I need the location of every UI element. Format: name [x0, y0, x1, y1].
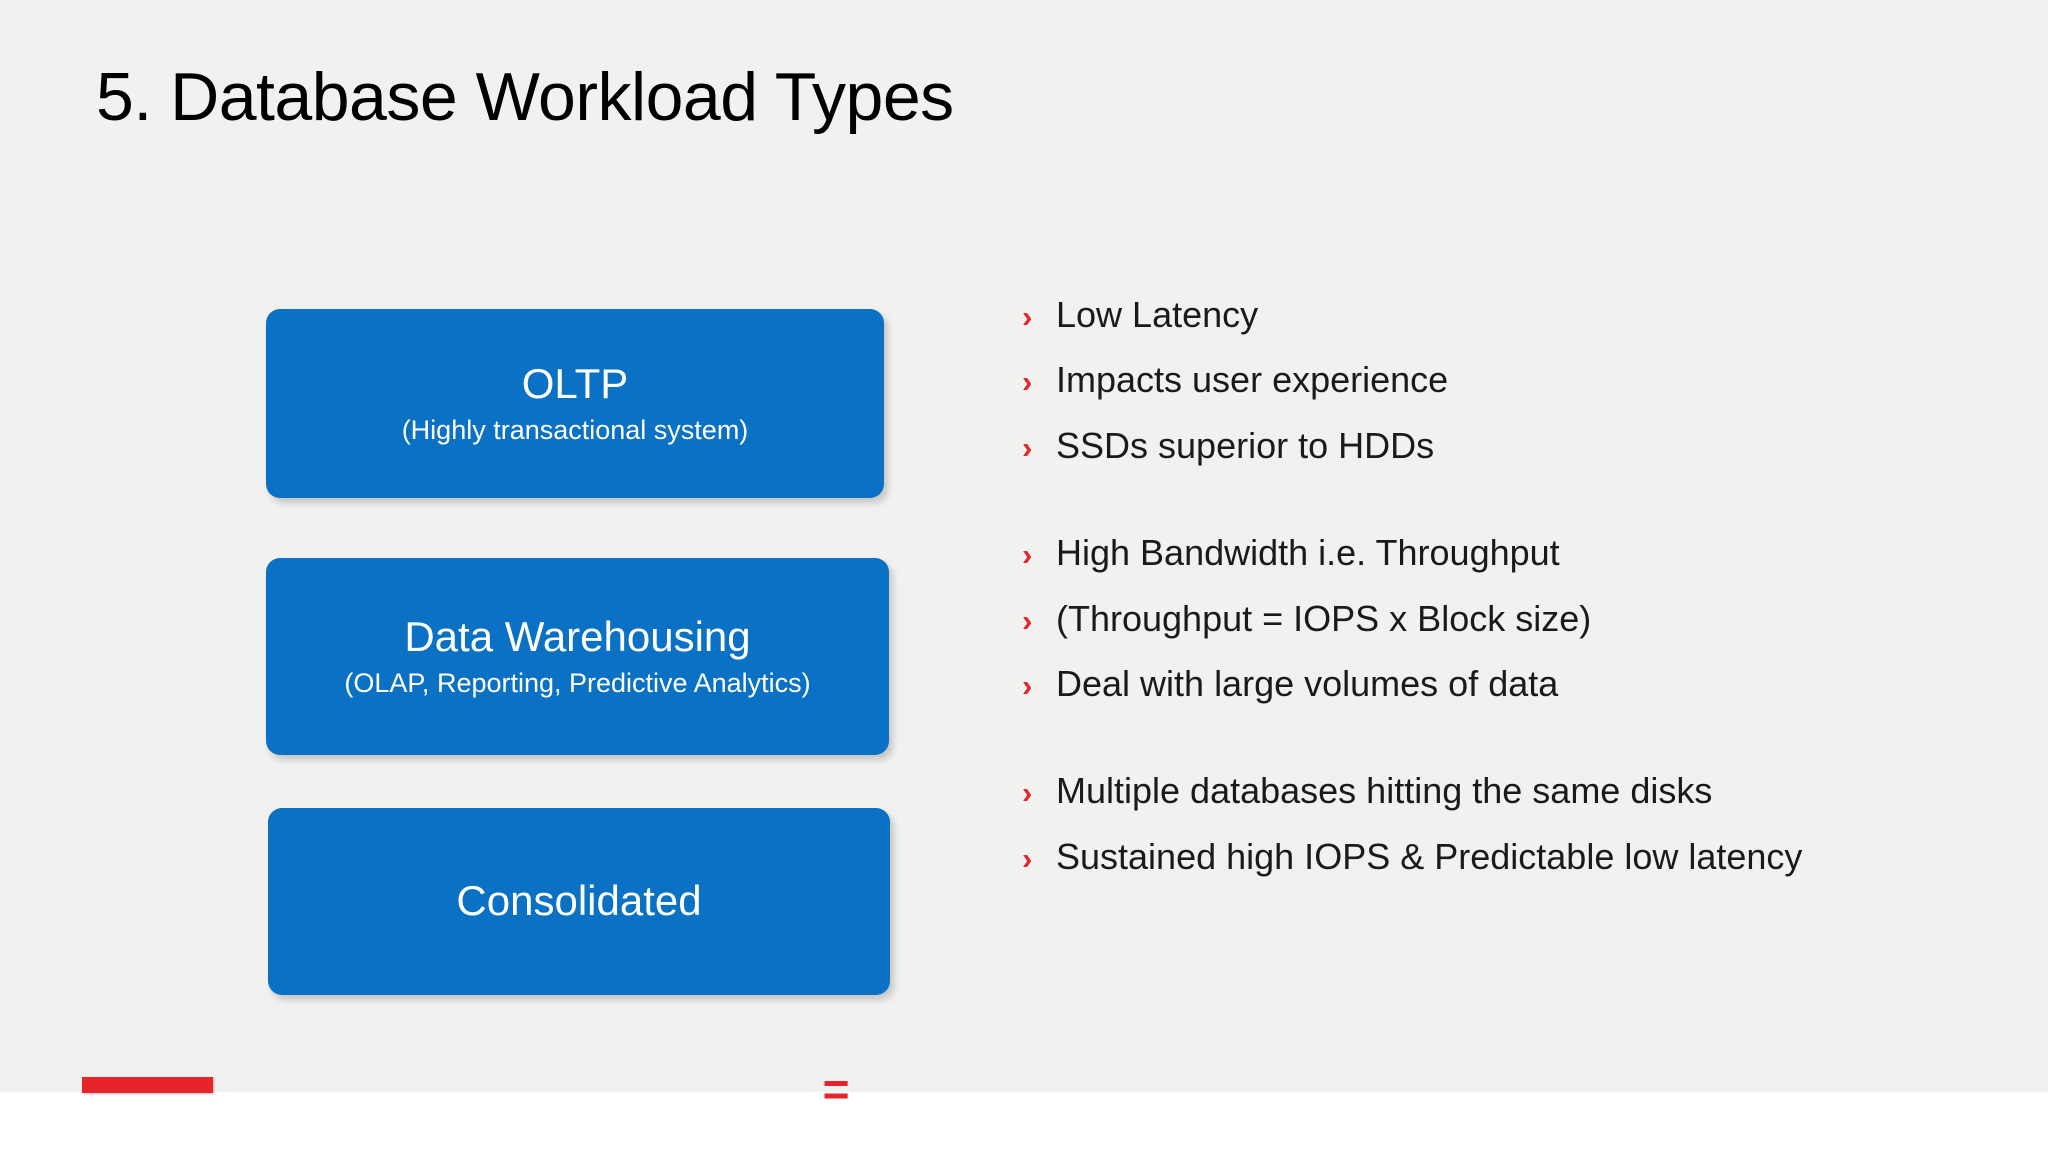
bullet-group-data-warehousing-notes: › High Bandwidth i.e. Throughput › (Through… [1022, 532, 1982, 704]
workload-box-oltp-subtitle: (Highly transactional system) [401, 415, 749, 446]
bullet-item: › (Throughput = IOPS x Block size) [1022, 598, 1982, 639]
workload-box-data-warehousing[interactable]: Data Warehousing (OLAP, Reporting, Predi… [266, 558, 889, 755]
bullet-item-label: Multiple databases hitting the same disk… [1056, 770, 1713, 812]
workload-box-consolidated[interactable]: Consolidated [268, 808, 890, 995]
workload-box-data-warehousing-subtitle: (OLAP, Reporting, Predictive Analytics) [344, 668, 811, 699]
chevron-right-icon: › [1022, 667, 1033, 703]
chevron-right-icon: › [1022, 537, 1033, 573]
slide-bottom-margin [0, 1092, 2048, 1152]
bullet-group-consolidated-notes: › Multiple databases hitting the same dis… [1022, 770, 1982, 877]
chevron-right-icon: › [1022, 299, 1033, 334]
bullet-item-label: High Bandwidth i.e. Throughput [1056, 532, 1560, 574]
bullet-item-label: Deal with large volumes of data [1056, 662, 1559, 704]
bullet-group-oltp-notes: › Low Latency › Impacts user experience › SSD… [1022, 294, 1982, 466]
bullet-item-label: SSDs superior to HDDs [1056, 424, 1435, 466]
workload-box-oltp[interactable]: OLTP (Highly transactional system) [266, 309, 884, 498]
workload-box-data-warehousing-title: Data Warehousing [404, 613, 751, 661]
workload-flow-diagram: OLTP (Highly transactional system) ✚ Dat… [266, 309, 890, 1112]
bullet-item: › Impacts user experience [1022, 359, 1982, 400]
bullet-item-label: (Throughput = IOPS x Block size) [1056, 597, 1592, 639]
chevron-right-icon: › [1022, 840, 1033, 876]
workload-box-oltp-title: OLTP [521, 360, 629, 408]
chevron-right-icon: › [1022, 429, 1033, 465]
bullet-item-label: Impacts user experience [1056, 359, 1449, 401]
bullet-item-label: Low Latency [1056, 294, 1259, 335]
workload-box-consolidated-title: Consolidated [456, 877, 702, 925]
bullet-item: › Low Latency [1022, 294, 1982, 335]
accent-bar [82, 1077, 213, 1093]
chevron-right-icon: › [1022, 602, 1033, 638]
chevron-right-icon: › [1022, 775, 1033, 811]
bullet-item: › Multiple databases hitting the same dis… [1022, 770, 1982, 811]
page-title: 5. Database Workload Types [96, 59, 954, 135]
equals-operator-icon: = [822, 1063, 850, 1115]
bullet-item-label: Sustained high IOPS & Predictable low la… [1056, 835, 1803, 877]
bullet-item: › SSDs superior to HDDs [1022, 425, 1982, 466]
bullet-item: › Sustained high IOPS & Predictable low l… [1022, 836, 1982, 877]
bullet-item: › High Bandwidth i.e. Throughput [1022, 532, 1982, 573]
bullet-item: › Deal with large volumes of data [1022, 663, 1982, 704]
workload-notes-list: › Low Latency › Impacts user experience › SSD… [1022, 294, 1982, 877]
chevron-right-icon: › [1022, 364, 1033, 400]
